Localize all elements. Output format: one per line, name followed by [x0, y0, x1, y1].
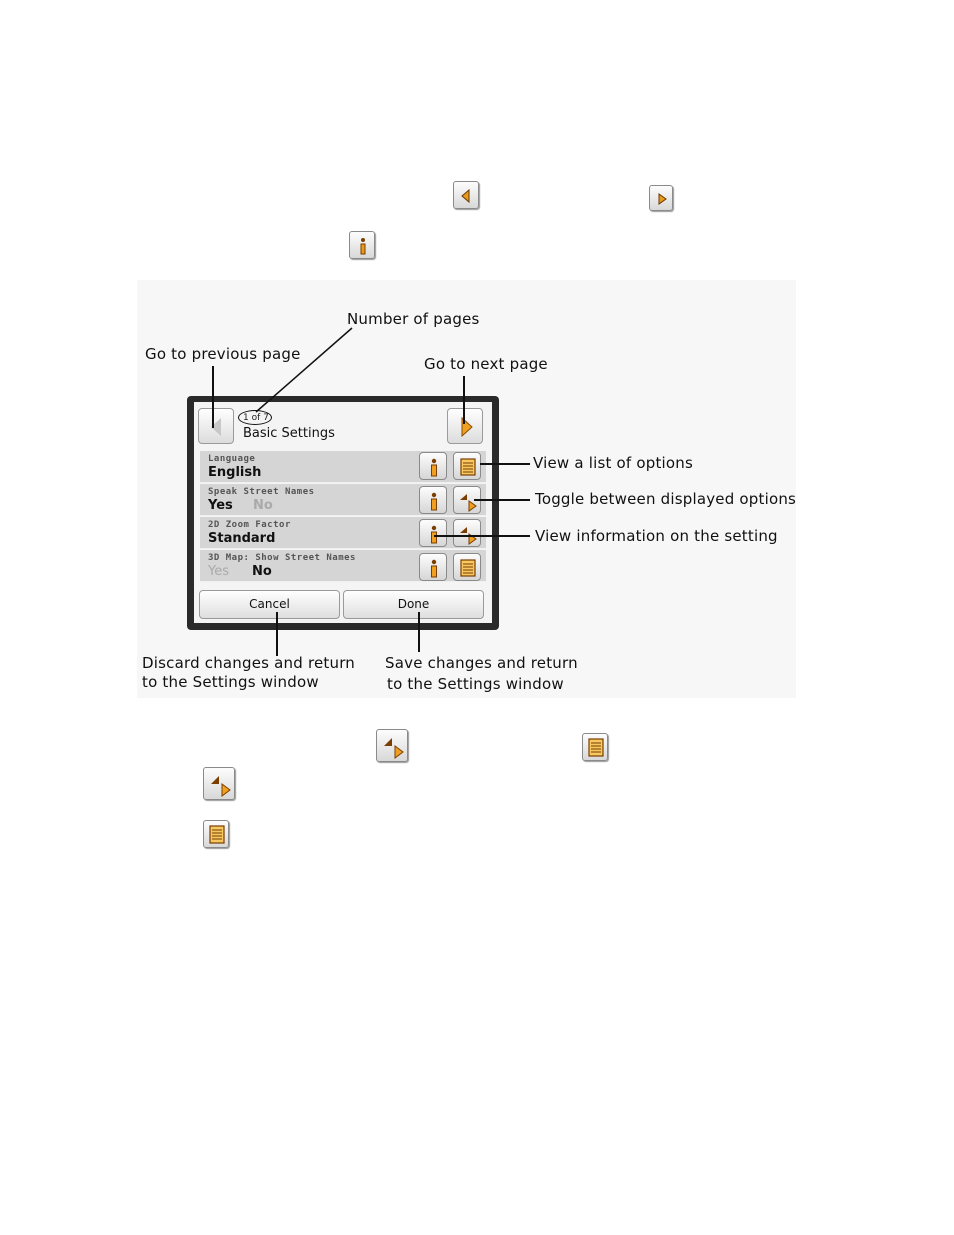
page-title: Basic Settings [243, 426, 335, 441]
chevron-right-icon [649, 185, 673, 211]
annotation-go-previous: Go to previous page [145, 345, 301, 363]
leader-line-list [480, 463, 530, 465]
toggle-button[interactable] [453, 519, 481, 547]
setting-label: Speak Street Names [208, 487, 315, 497]
setting-option-selected: Yes [208, 498, 233, 513]
info-icon [431, 492, 437, 511]
info-icon [431, 525, 437, 544]
info-button[interactable] [419, 452, 447, 480]
info-button[interactable] [419, 519, 447, 547]
next-page-button[interactable] [447, 408, 483, 444]
leader-line-toggle [474, 499, 530, 501]
annotation-number-of-pages: Number of pages [347, 310, 480, 328]
leader-line-cancel [276, 612, 278, 656]
leader-line-info [434, 535, 530, 537]
chevron-left-icon [453, 181, 479, 209]
previous-page-button[interactable] [198, 408, 234, 444]
setting-label: Language [208, 454, 256, 464]
cancel-button[interactable]: Cancel [199, 590, 340, 619]
list-options-button[interactable] [453, 452, 481, 480]
annotation-toggle: Toggle between displayed options [535, 490, 797, 508]
info-button[interactable] [419, 553, 447, 581]
setting-option-unselected: No [253, 498, 273, 513]
leader-line-next [463, 376, 465, 424]
leader-line-previous [212, 366, 214, 428]
leader-line-pages [255, 327, 353, 413]
leader-line-done [418, 612, 420, 652]
done-button[interactable]: Done [343, 590, 484, 619]
info-icon [431, 458, 437, 477]
setting-label: 3D Map: Show Street Names [208, 553, 356, 563]
setting-option-selected: No [252, 564, 272, 579]
info-button[interactable] [419, 486, 447, 514]
annotation-discard-line1: Discard changes and return [142, 654, 356, 672]
setting-value: Standard [208, 531, 276, 546]
setting-label: 2D Zoom Factor [208, 520, 291, 530]
annotation-go-next: Go to next page [424, 355, 548, 373]
toggle-icon [203, 767, 235, 800]
info-icon [349, 231, 375, 259]
chevron-right-icon [461, 416, 473, 438]
list-options-button[interactable] [453, 553, 481, 581]
toggle-icon [460, 527, 477, 545]
setting-value: English [208, 465, 262, 480]
list-icon [582, 733, 608, 761]
list-icon [460, 559, 476, 577]
setting-option-unselected: Yes [208, 564, 229, 579]
page-count: 1 of 7 [243, 413, 269, 423]
annotation-discard-line2: to the Settings window [142, 673, 319, 691]
chevron-left-icon [211, 418, 221, 436]
annotation-view-list: View a list of options [533, 454, 693, 472]
page-count-highlight [238, 410, 272, 425]
annotation-save-line2: to the Settings window [387, 675, 564, 693]
annotation-save-line1: Save changes and return [385, 654, 578, 672]
info-icon [431, 559, 437, 578]
annotation-view-info: View information on the setting [535, 527, 778, 545]
toggle-icon [376, 729, 408, 762]
toggle-icon [460, 494, 477, 512]
list-icon [460, 458, 476, 476]
list-icon [203, 820, 229, 848]
